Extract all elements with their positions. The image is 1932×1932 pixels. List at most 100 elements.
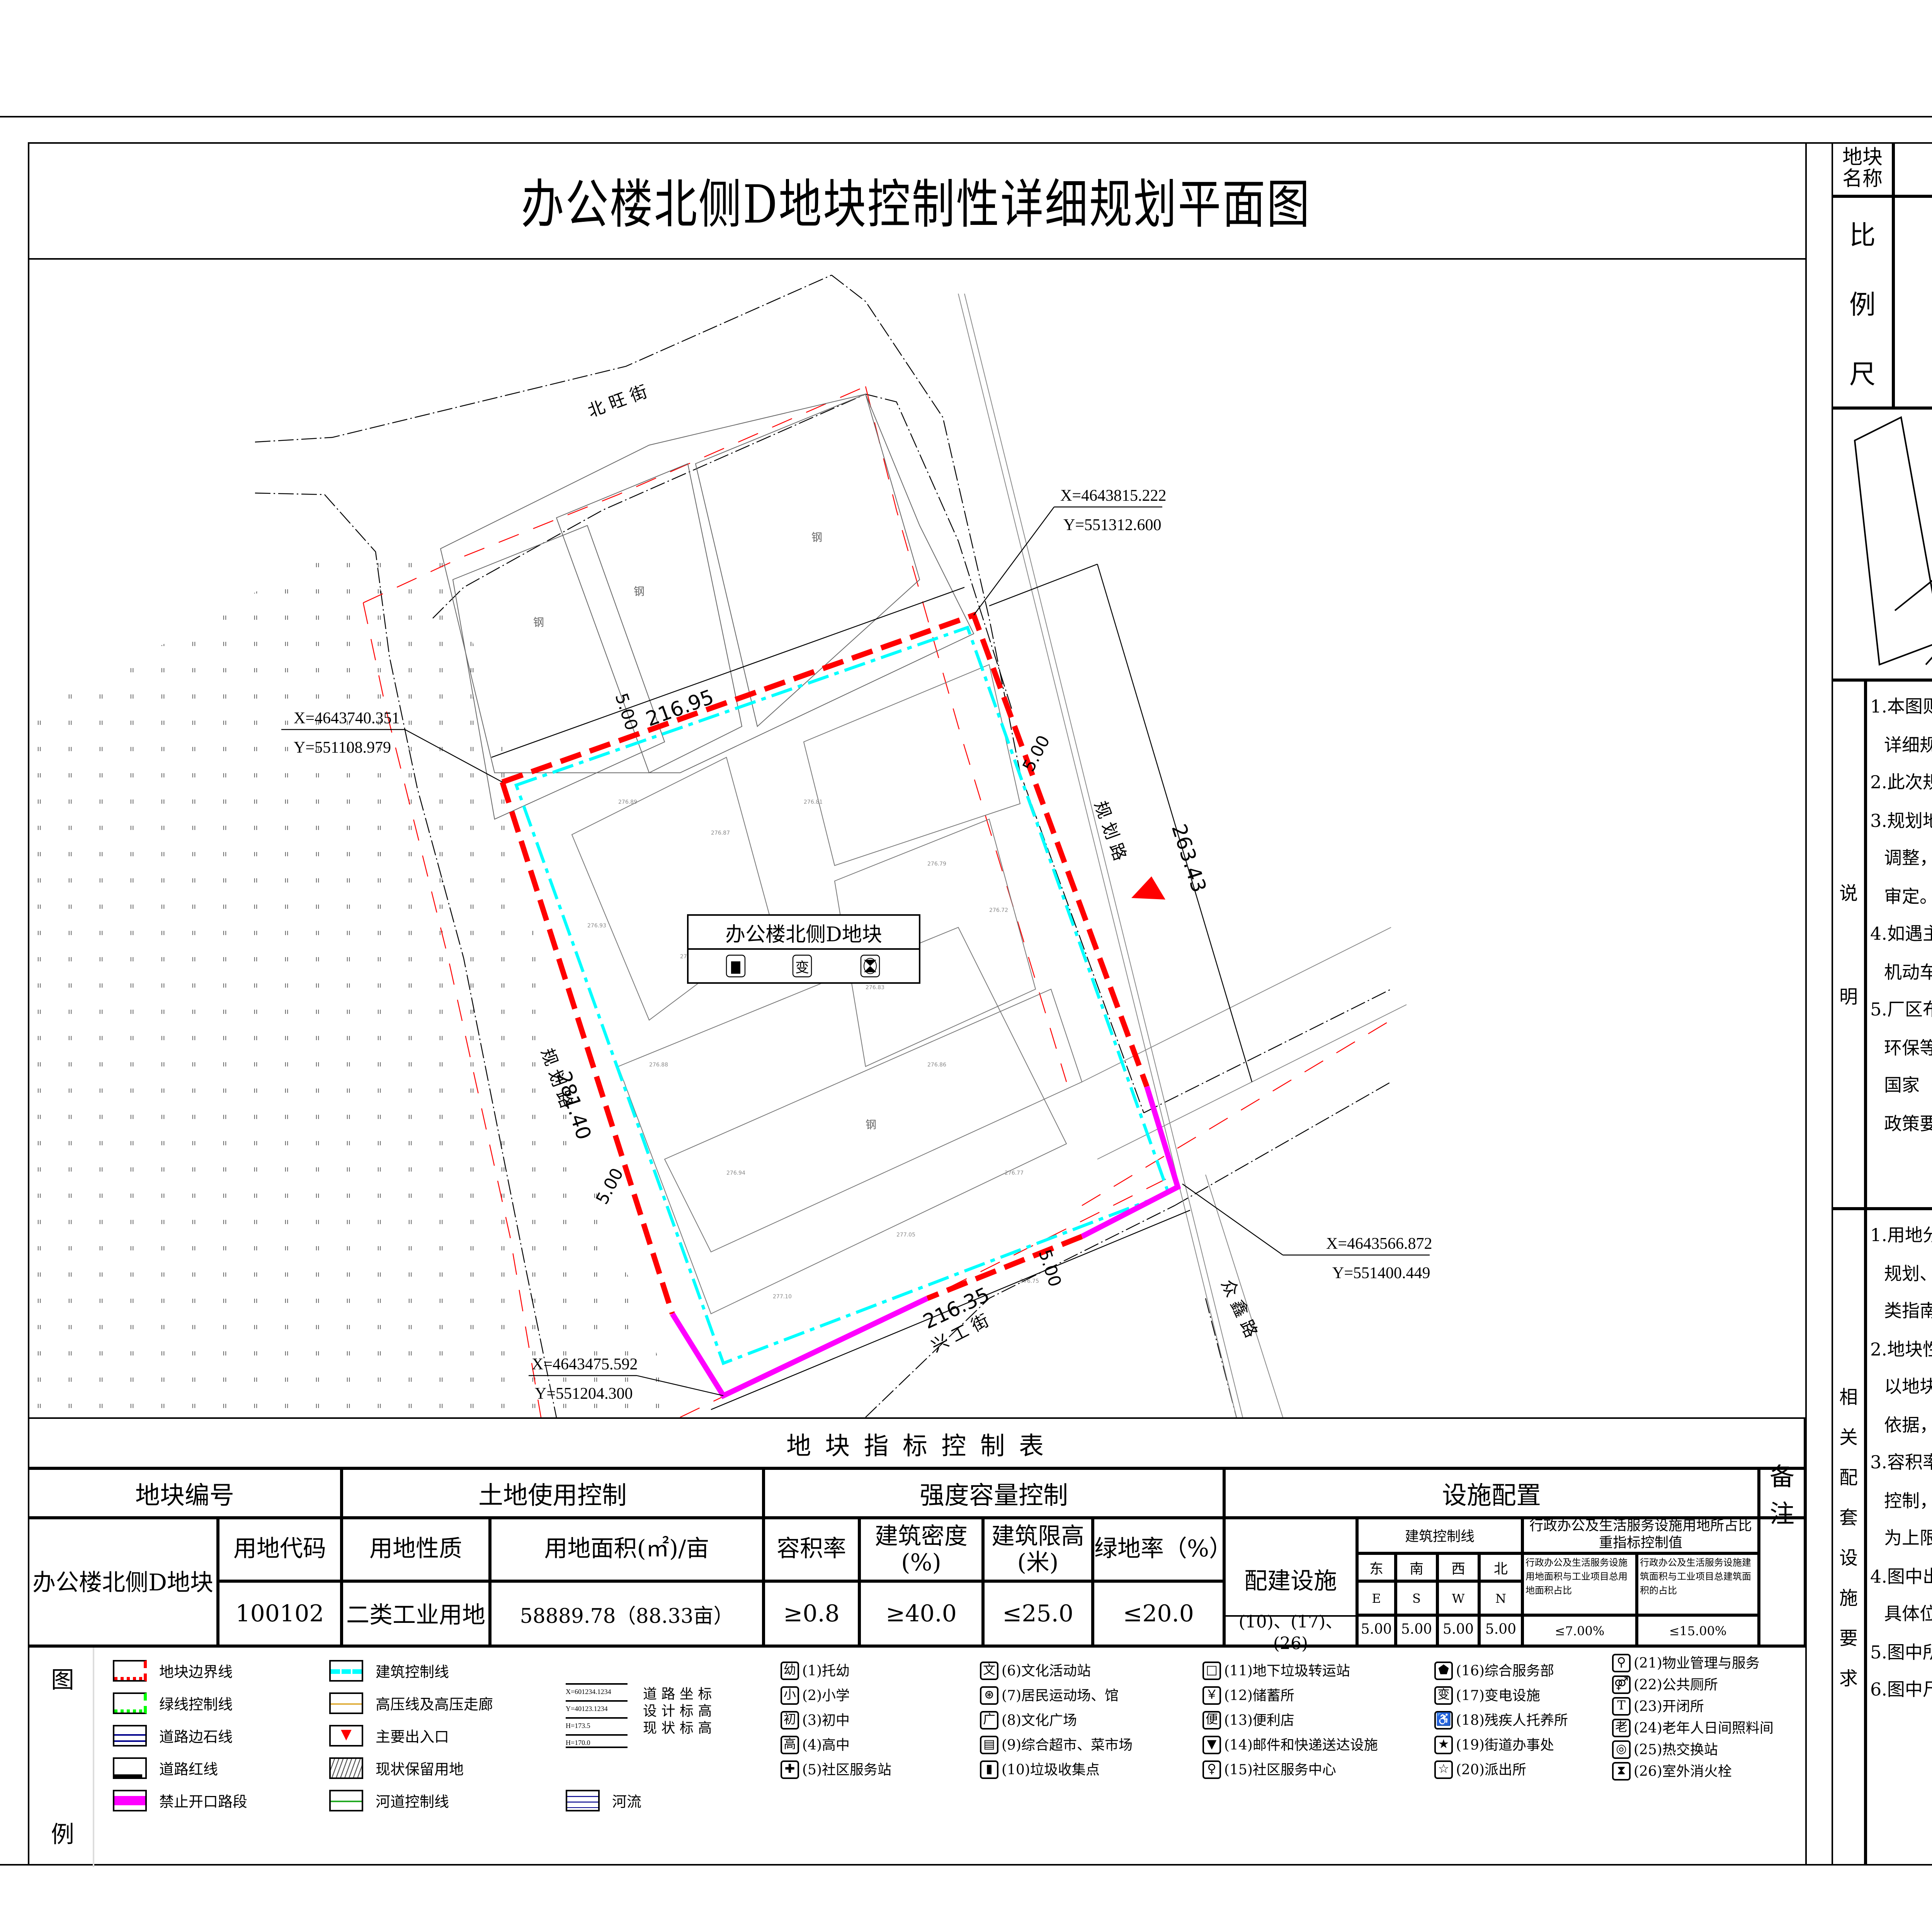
facility-label: (15)社区服务中心 bbox=[1224, 1764, 1336, 1779]
building-mark: 钢 bbox=[533, 616, 544, 629]
facility-icon: ★ bbox=[1434, 1735, 1453, 1753]
note-line: 调整，但须报城乡规划主管部门 bbox=[1884, 847, 1932, 869]
facility-icon: 老 bbox=[1612, 1718, 1631, 1736]
svg-text:276.89: 276.89 bbox=[618, 799, 637, 805]
svg-text:276.94: 276.94 bbox=[726, 1170, 745, 1176]
note-line: 详细规划平面图。 bbox=[1884, 733, 1932, 755]
header-height: 建筑限高(米) bbox=[983, 1518, 1093, 1581]
facility-legend-item: ✚(5)社区服务站 bbox=[781, 1759, 891, 1779]
col-group-intensity: 强度容量控制 bbox=[764, 1468, 1224, 1518]
facility-icon: □ bbox=[1202, 1661, 1221, 1679]
facility-label: (13)便利店 bbox=[1224, 1714, 1294, 1730]
facility-label: (14)邮件和快递送达设施 bbox=[1224, 1739, 1378, 1754]
facility-legend-item: ★(19)街道办事处 bbox=[1434, 1734, 1554, 1754]
legend-hv: 高压线及高压走廊 bbox=[329, 1692, 493, 1714]
header-nature: 用地性质 bbox=[342, 1518, 490, 1581]
note-line: 4.如遇主要道路交叉口应设置禁止 bbox=[1870, 923, 1932, 944]
req-line: 具体位置。 bbox=[1884, 1603, 1932, 1624]
scale-label-char: 尺 bbox=[1849, 360, 1876, 391]
dir-w-en: W bbox=[1437, 1581, 1479, 1615]
facility-label: (26)室外消火栓 bbox=[1634, 1765, 1732, 1781]
note-line: 1.本图则为办公楼北侧D地块控制性 bbox=[1870, 696, 1932, 717]
header-admin-land: 行政办公及生活服务设施用地面积与工业项目总用地面积占比 bbox=[1522, 1553, 1637, 1615]
legend-curb: 道路边石线 bbox=[113, 1725, 233, 1747]
req-line: 类指南》。 bbox=[1884, 1300, 1932, 1321]
dim-east: 263.43 bbox=[1167, 821, 1211, 895]
divider bbox=[93, 1648, 94, 1867]
svg-text:277.10: 277.10 bbox=[773, 1294, 792, 1300]
req-label-char: 设 bbox=[1839, 1547, 1858, 1569]
dir-w: 西 bbox=[1437, 1553, 1479, 1581]
dim-setback-w: 5.00 bbox=[592, 1165, 628, 1208]
dir-e: 东 bbox=[1357, 1553, 1396, 1581]
facility-label: (25)热交换站 bbox=[1634, 1743, 1718, 1759]
dim-setback-n: 5.00 bbox=[611, 691, 642, 733]
note-line: 政策要求。 bbox=[1884, 1112, 1932, 1134]
cell-remarks bbox=[1759, 1518, 1805, 1646]
facility-label: (3)初中 bbox=[802, 1714, 850, 1730]
req-label-char: 求 bbox=[1839, 1668, 1858, 1689]
legend-entrance: ▼ 主要出入口 bbox=[329, 1725, 449, 1747]
svg-text:276.87: 276.87 bbox=[711, 830, 730, 836]
facility-legend-item: ◎(25)热交换站 bbox=[1612, 1739, 1718, 1759]
req-label-char: 要 bbox=[1839, 1628, 1858, 1649]
note-line: 5.厂区布局合理要符合消防、 bbox=[1870, 998, 1932, 1020]
header-area: 用地面积(㎡)/亩 bbox=[490, 1518, 764, 1581]
green-line-icon bbox=[113, 1692, 147, 1714]
col-group-land-use: 土地使用控制 bbox=[342, 1468, 764, 1518]
parcel-name-label: 地块名称 bbox=[1832, 142, 1893, 196]
cell-setback-w: 5.00 bbox=[1437, 1615, 1479, 1646]
location-map[interactable]: 地块位置 bbox=[1832, 408, 1932, 680]
notes-label: 说 明 bbox=[1832, 680, 1866, 1209]
req-line: 2.地块性质、主要控制指标是 bbox=[1870, 1338, 1932, 1359]
facility-legend-item: ⚤(22)公共厕所 bbox=[1612, 1674, 1718, 1694]
legend-redline: 道路红线 bbox=[113, 1757, 218, 1779]
note-line: 国家（地方）相关法律法规 bbox=[1884, 1074, 1932, 1096]
dim-setback-s: 5.00 bbox=[1035, 1247, 1065, 1289]
svg-text:276.72: 276.72 bbox=[989, 907, 1008, 913]
site-plan-svg: ıı bbox=[28, 274, 1432, 1417]
title-bar: 办公楼北侧D地块控制性详细规划平面图 bbox=[28, 142, 1805, 260]
parcel-label-box: 办公楼北侧D地块 变 bbox=[687, 914, 920, 984]
scale-label-char: 例 bbox=[1849, 291, 1876, 321]
facility-label: (19)街道办事处 bbox=[1456, 1739, 1554, 1754]
scale-label-char: 比 bbox=[1849, 221, 1876, 252]
note-line: 机动车开口路段。 bbox=[1884, 961, 1932, 982]
facility-legend-item: □(11)地下垃圾转运站 bbox=[1202, 1660, 1350, 1680]
divider bbox=[1805, 142, 1807, 258]
facility-label: (2)小学 bbox=[802, 1689, 850, 1705]
facility-legend-item: 初(3)初中 bbox=[781, 1709, 850, 1730]
facility-label: (4)高中 bbox=[802, 1739, 850, 1754]
facility-legend-item: 变(17)变电设施 bbox=[1434, 1685, 1540, 1705]
building-mark: 钢 bbox=[811, 531, 822, 544]
facility-legend-item: 幼(1)托幼 bbox=[781, 1660, 850, 1680]
req-line: 为上限控制。 bbox=[1884, 1527, 1932, 1549]
facility-legend-item: ▮(10)垃圾收集点 bbox=[980, 1759, 1100, 1779]
facility-icon: 幼 bbox=[781, 1661, 799, 1679]
street-east: 规 划 路 bbox=[1090, 798, 1130, 863]
coord-nw-x: X=4643740.351 bbox=[294, 709, 400, 727]
green-land-area bbox=[28, 556, 680, 1417]
notes-cell: 1.本图则为办公楼北侧D地块控制性 详细规划平面图。 2.此次规划为二类工业用地… bbox=[1866, 680, 1932, 1209]
note-line: 环保等要求，未尽事宜执行 bbox=[1884, 1036, 1932, 1058]
facility-label: (12)储蓄所 bbox=[1224, 1689, 1294, 1705]
facility-label: (18)残疾人托养所 bbox=[1456, 1714, 1568, 1730]
site-plan-map[interactable]: ıı bbox=[28, 258, 1805, 1417]
facility-label: (5)社区服务站 bbox=[802, 1764, 891, 1779]
header-code: 用地代码 bbox=[218, 1518, 342, 1581]
dim-setback-e: 5.00 bbox=[1019, 732, 1054, 775]
facility-icon: ⧗ bbox=[1612, 1761, 1631, 1780]
svg-text:276.75: 276.75 bbox=[1020, 1278, 1039, 1284]
building-control-line bbox=[514, 625, 1171, 1366]
high-voltage-icon bbox=[329, 1692, 363, 1714]
facility-icon: 文 bbox=[980, 1661, 998, 1679]
coord-se-y: Y=551400.449 bbox=[1332, 1264, 1430, 1282]
svg-text:277.05: 277.05 bbox=[896, 1232, 915, 1238]
facility-legend-item: 老(24)老年人日间照料间 bbox=[1612, 1717, 1774, 1737]
facility-label: (23)开闭所 bbox=[1634, 1700, 1704, 1716]
scale-label: 比 例 尺 bbox=[1832, 196, 1893, 408]
facility-legend-item: ♀(15)社区服务中心 bbox=[1202, 1759, 1336, 1779]
facility-legend-item: 便(13)便利店 bbox=[1202, 1709, 1294, 1730]
coord-nw-y: Y=551108.979 bbox=[294, 739, 391, 757]
facility-legend-item: 小(2)小学 bbox=[781, 1685, 850, 1705]
